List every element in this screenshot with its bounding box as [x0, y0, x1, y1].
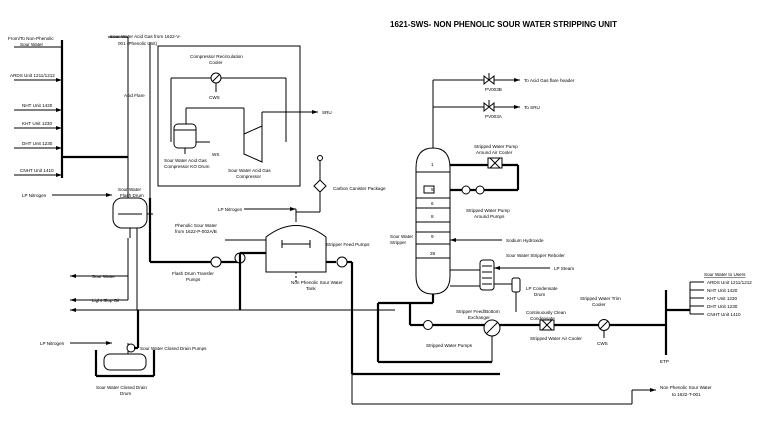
label-to-sru: To SRU	[524, 105, 540, 110]
label-tray-9: 9	[431, 234, 434, 239]
label-ko-drum-2: Compressor KO Drum	[164, 164, 210, 169]
label-etp: ETP	[660, 359, 669, 364]
stripper-reboiler	[479, 259, 495, 291]
label-ko-drum-1: Sour Water Acid Gas	[164, 158, 207, 163]
label-tray-28: 28	[430, 251, 436, 256]
label-tray-6: 6	[431, 201, 434, 206]
label-lp-nitrogen-left: LP Nitrogen	[22, 193, 47, 198]
label-stripped-air-cooler: Stripped Water Air Cooler	[530, 336, 582, 341]
label-lp-nitrogen-tank: LP Nitrogen	[218, 207, 243, 212]
label-to-user-3: KHT Unit 1230	[707, 296, 737, 301]
label-flash-drum-1: Sour Water	[118, 187, 142, 192]
label-compressor-2: Compressor	[236, 174, 261, 179]
feed-bottom-exchanger	[483, 319, 501, 362]
label-nht-unit: NHT Unit 1420	[22, 103, 53, 108]
label-pv003b: PV003B	[485, 87, 502, 92]
pump-around-pump-1	[461, 185, 471, 195]
label-flash-drum-2: Flash Drum	[120, 193, 144, 198]
ko-drum	[173, 107, 245, 154]
label-pump-around-1: Stripped Water Pump	[466, 208, 510, 213]
label-recirc-cooler-2: Cooler	[209, 60, 223, 65]
label-sodium-hydroxide: Sodium Hydroxide	[506, 238, 544, 243]
label-sour-water-out: Sour Water	[92, 274, 116, 279]
label-acid-gas-from-1: Sour Water Acid Gas from 1622-V-	[110, 34, 181, 39]
stripped-water-pump	[423, 320, 433, 330]
label-np-tank-2: Tank	[306, 286, 316, 291]
label-to-user-4: DHT Unit 1230	[707, 304, 738, 309]
label-to-1622-1: Non Phenolic Sour Water	[660, 385, 712, 390]
label-continuous-clean-1: Continuously Clean	[526, 310, 566, 315]
label-cws-bottom: CWS	[597, 341, 608, 346]
lp-condensate-drum	[511, 277, 521, 293]
label-lp-steam: LP Steam	[554, 266, 574, 271]
label-to-acid-gas-flare: To Acid Gas flare header	[524, 78, 575, 83]
label-carbon-canister: Carbon Canister Package	[333, 186, 386, 191]
label-flash-pumps-2: Pumps	[186, 277, 201, 282]
label-from-non-phenolic-2: Sour Water	[20, 42, 44, 47]
label-lp-nitrogen-bottom: LP Nitrogen	[40, 341, 65, 346]
closed-drain-drum	[94, 343, 156, 378]
non-phenolic-tank	[265, 209, 327, 282]
pv003a-valve	[483, 100, 495, 113]
label-air-cooler-top-1: Stripped Water Pump	[474, 144, 518, 149]
label-lp-condensate-2: Drum	[534, 292, 545, 297]
label-flash-pumps-1: Flash Drum Transfer	[172, 271, 214, 276]
label-tray-8: 8	[431, 214, 434, 219]
label-trim-cooler-2: Cooler	[592, 302, 606, 307]
compressor-package-box	[157, 45, 301, 187]
label-to-user-5: CNHT Unit 1410	[707, 312, 741, 317]
label-lp-condensate-1: LP Condensate	[526, 286, 558, 291]
label-to-1622-2: to 1622-T-001	[672, 392, 701, 397]
label-tray-1: 1	[431, 162, 434, 167]
label-reboiler: Sour Water Stripper Reboiler	[506, 253, 565, 258]
label-acid-flare: Acid Flare	[124, 93, 145, 98]
label-phenolic-sw-2: from 1622-P-002A/B	[175, 229, 217, 234]
acid-gas-compressor	[243, 125, 263, 163]
label-to-user-1: ARDS Unit 1211/1212	[707, 280, 752, 285]
label-stripper-1: Sour Water	[390, 234, 414, 239]
label-closed-drain-pumps: Sour Water Closed Drain Pumps	[140, 346, 207, 351]
label-feed-bottom-2: Exchanger	[468, 315, 490, 320]
label-recirc-cooler-1: Compressor Recirculation	[190, 54, 243, 59]
label-phenolic-sw-1: Phenolic Sour Water	[175, 223, 217, 228]
label-dht-unit: DHT Unit 1230	[22, 141, 53, 146]
label-from-non-phenolic-1: From/To Non-Phenolic	[8, 36, 54, 41]
label-ards-unit: ARDS Unit 1211/1212	[10, 73, 55, 78]
sour-water-stripper	[415, 147, 451, 295]
label-stripper-2: Stripper	[390, 240, 407, 245]
label-air-cooler-top-2: Around Air Cooler	[476, 150, 513, 155]
label-trim-cooler-1: Stripped Water Trim	[580, 296, 621, 301]
diagram-title: 1621-SWS- NON PHENOLIC SOUR WATER STRIPP…	[390, 20, 617, 29]
label-sru: SRU	[322, 110, 332, 115]
closed-drain-pump	[126, 343, 136, 353]
carbon-canister	[296, 155, 327, 213]
stripper-feed-pump	[336, 256, 348, 268]
pump-around-pump-2	[475, 185, 485, 195]
label-cnht-unit: CNHT Unit 1410	[20, 168, 54, 173]
label-cws-top: CWS	[209, 95, 220, 100]
pv003b-valve	[483, 73, 495, 86]
trim-cooler	[598, 319, 610, 338]
label-pump-around-2: Around Pumps	[474, 214, 505, 219]
label-kht-unit: KHT Unit 1230	[22, 121, 52, 126]
label-compressor-1: Sour Water Acid Gas	[228, 168, 271, 173]
label-continuous-clean-2: Condensate	[530, 316, 555, 321]
label-stripped-water-pumps: Stripped Water Pumps	[426, 343, 473, 348]
label-light-slop-oil: Light Slop Oil	[92, 298, 119, 303]
label-np-tank-1: Non Phenolic Sour Water	[291, 280, 343, 285]
label-acid-gas-from-2: 001 (Phenolic Unit)	[118, 41, 158, 46]
label-pv003a: PV003A	[485, 114, 503, 119]
flash-drum-pump-1	[210, 256, 222, 268]
label-feed-bottom-1: Stripper Feed/Bottom	[456, 309, 500, 314]
label-tray-5: 5	[431, 187, 434, 192]
label-to-user-2: NHT Unit 1420	[707, 288, 738, 293]
label-closed-drain-drum-2: Drum	[120, 391, 131, 396]
label-stripper-feed-pumps: Stripper Feed Pumps	[326, 242, 370, 247]
label-ws: WS	[212, 152, 219, 157]
label-closed-drain-drum-1: Sour Water Closed Drain	[96, 385, 147, 390]
label-to-users-title: Sour Water to Users	[704, 272, 746, 277]
flash-drum	[112, 197, 153, 238]
